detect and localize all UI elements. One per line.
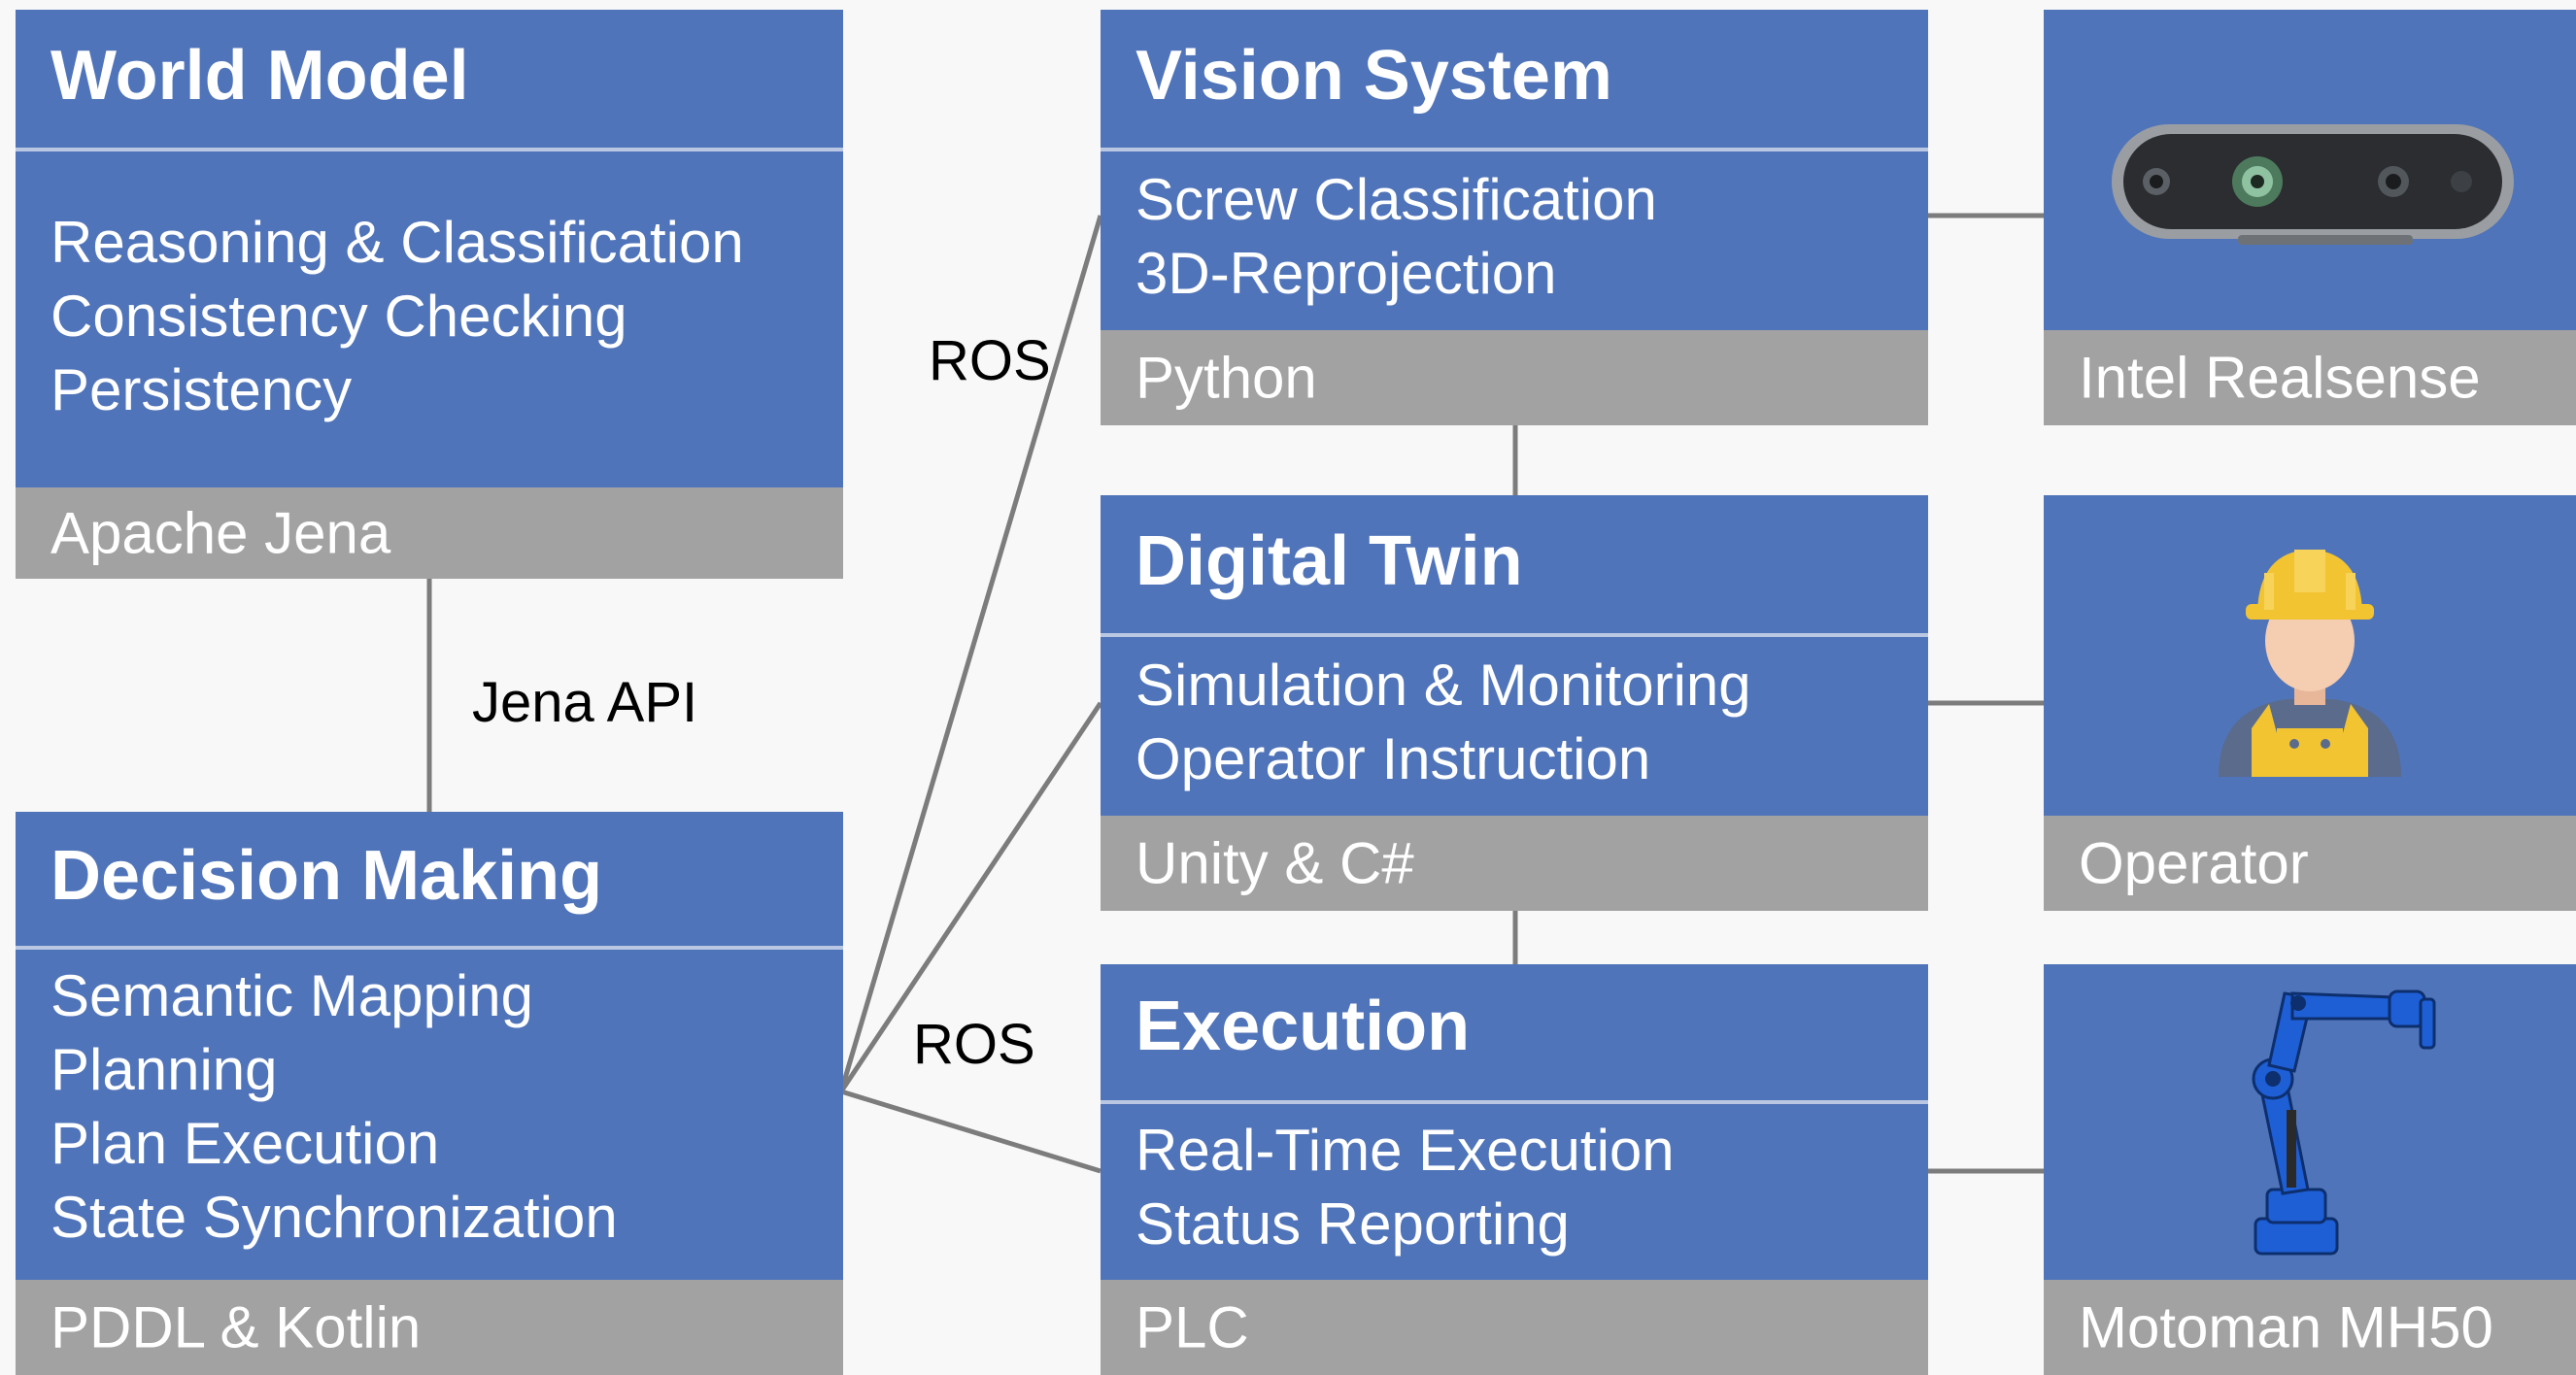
- execution-header: Execution: [1101, 964, 1928, 1104]
- world-model-line: Consistency Checking: [51, 284, 627, 349]
- jena-api-label: Jena API: [472, 671, 698, 734]
- digital-twin-tech-label: Unity & C#: [1135, 830, 1414, 896]
- world-model-header: World Model: [16, 10, 843, 151]
- decision-making-body: Semantic Mapping Planning Plan Execution…: [16, 950, 843, 1280]
- decision-making-line: Planning: [51, 1037, 278, 1102]
- world-model-tech: Apache Jena: [16, 487, 843, 579]
- robot-arm-icon: [2252, 989, 2436, 1256]
- vision-system-tech: Python: [1101, 330, 1928, 425]
- digital-twin-panel: Digital Twin Simulation & Monitoring Ope…: [1101, 495, 1928, 911]
- digital-twin-body: Simulation & Monitoring Operator Instruc…: [1101, 637, 1928, 816]
- ros-vision-connector: [838, 215, 1103, 1092]
- vision-system-header: Vision System: [1101, 10, 1928, 151]
- digital-twin-line: Simulation & Monitoring: [1135, 653, 1751, 718]
- robot-device-card: Motoman MH50: [2044, 964, 2576, 1375]
- world-model-title: World Model: [51, 37, 469, 115]
- world-model-line: Persistency: [51, 357, 353, 422]
- decision-making-header: Decision Making: [16, 812, 843, 950]
- operator-device-card: Operator: [2044, 495, 2576, 911]
- depth-camera-icon: [2112, 124, 2514, 245]
- execution-body: Real-Time Execution Status Reporting: [1101, 1104, 1928, 1280]
- vision-system-tech-label: Python: [1135, 345, 1317, 411]
- decision-making-title: Decision Making: [51, 837, 603, 915]
- vision-system-panel: Vision System Screw Classification 3D-Re…: [1101, 10, 1928, 425]
- decision-making-line: State Synchronization: [51, 1185, 618, 1250]
- decision-making-line: Plan Execution: [51, 1111, 440, 1176]
- vision-system-line: Screw Classification: [1135, 167, 1657, 232]
- digital-twin-line: Operator Instruction: [1135, 726, 1651, 791]
- operator-device-label: Operator: [2079, 830, 2309, 896]
- world-model-tech-label: Apache Jena: [51, 500, 391, 566]
- vision-system-line: 3D-Reprojection: [1135, 241, 1557, 306]
- digital-twin-title: Digital Twin: [1135, 522, 1523, 600]
- operator-device-label-bar: Operator: [2044, 816, 2576, 911]
- decision-making-tech: PDDL & Kotlin: [16, 1280, 843, 1375]
- camera-device-card: Intel Realsense: [2044, 10, 2576, 425]
- execution-line: Real-Time Execution: [1135, 1118, 1675, 1183]
- execution-tech: PLC: [1101, 1280, 1928, 1375]
- camera-device-label: Intel Realsense: [2079, 345, 2481, 411]
- robot-device-label-bar: Motoman MH50: [2044, 1280, 2576, 1375]
- ros-label-top: ROS: [929, 329, 1051, 392]
- execution-line: Status Reporting: [1135, 1191, 1570, 1257]
- decision-making-panel: Decision Making Semantic Mapping Plannin…: [16, 812, 843, 1375]
- execution-panel: Execution Real-Time Execution Status Rep…: [1101, 964, 1928, 1375]
- robot-device-label: Motoman MH50: [2079, 1294, 2493, 1360]
- camera-device-label-bar: Intel Realsense: [2044, 330, 2576, 425]
- decision-making-tech-label: PDDL & Kotlin: [51, 1294, 422, 1360]
- decision-making-line: Semantic Mapping: [51, 963, 533, 1028]
- vision-system-body: Screw Classification 3D-Reprojection: [1101, 151, 1928, 330]
- world-model-panel: World Model Reasoning & Classification C…: [16, 10, 843, 579]
- digital-twin-tech: Unity & C#: [1101, 816, 1928, 911]
- digital-twin-header: Digital Twin: [1101, 495, 1928, 637]
- world-model-body: Reasoning & Classification Consistency C…: [16, 151, 843, 487]
- ros-twin-connector: [838, 701, 1103, 1093]
- vision-system-title: Vision System: [1135, 37, 1612, 115]
- ros-execution-connector: [840, 1089, 1102, 1174]
- execution-tech-label: PLC: [1135, 1294, 1249, 1360]
- worker-icon: [2219, 550, 2401, 777]
- execution-title: Execution: [1135, 988, 1471, 1065]
- ros-label-bottom: ROS: [913, 1013, 1035, 1076]
- world-model-line: Reasoning & Classification: [51, 210, 744, 275]
